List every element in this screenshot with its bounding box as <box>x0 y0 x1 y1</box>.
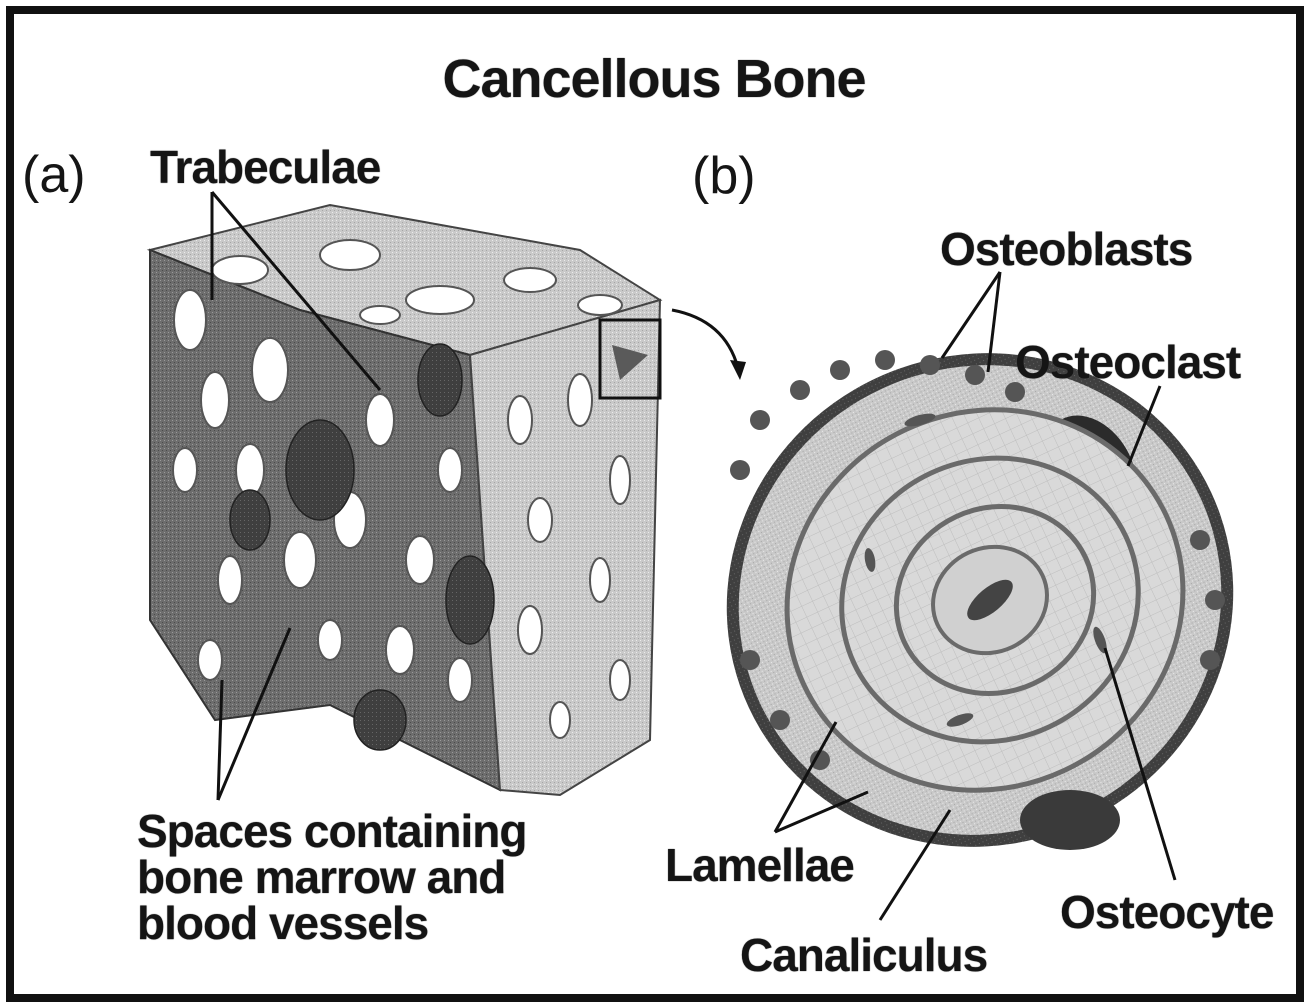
panel-label-b: (b) <box>692 146 756 206</box>
canaliculus-label: Canaliculus <box>740 928 987 982</box>
osteoclast-label: Osteoclast <box>1015 335 1240 389</box>
osteoblasts-label: Osteoblasts <box>940 222 1192 276</box>
figure-title: Cancellous Bone <box>0 48 1308 110</box>
magnification-arrow <box>672 310 738 368</box>
panel-label-a: (a) <box>22 145 86 205</box>
lower-cell <box>1020 790 1120 850</box>
lamellae-label: Lamellae <box>665 838 854 892</box>
osteocyte-label: Osteocyte <box>1060 885 1273 939</box>
spaces-label: Spaces containing bone marrow and blood … <box>137 808 526 946</box>
magnification-arrowhead <box>730 360 746 380</box>
trabecular-block <box>150 205 660 795</box>
trabeculae-label: Trabeculae <box>150 140 380 194</box>
